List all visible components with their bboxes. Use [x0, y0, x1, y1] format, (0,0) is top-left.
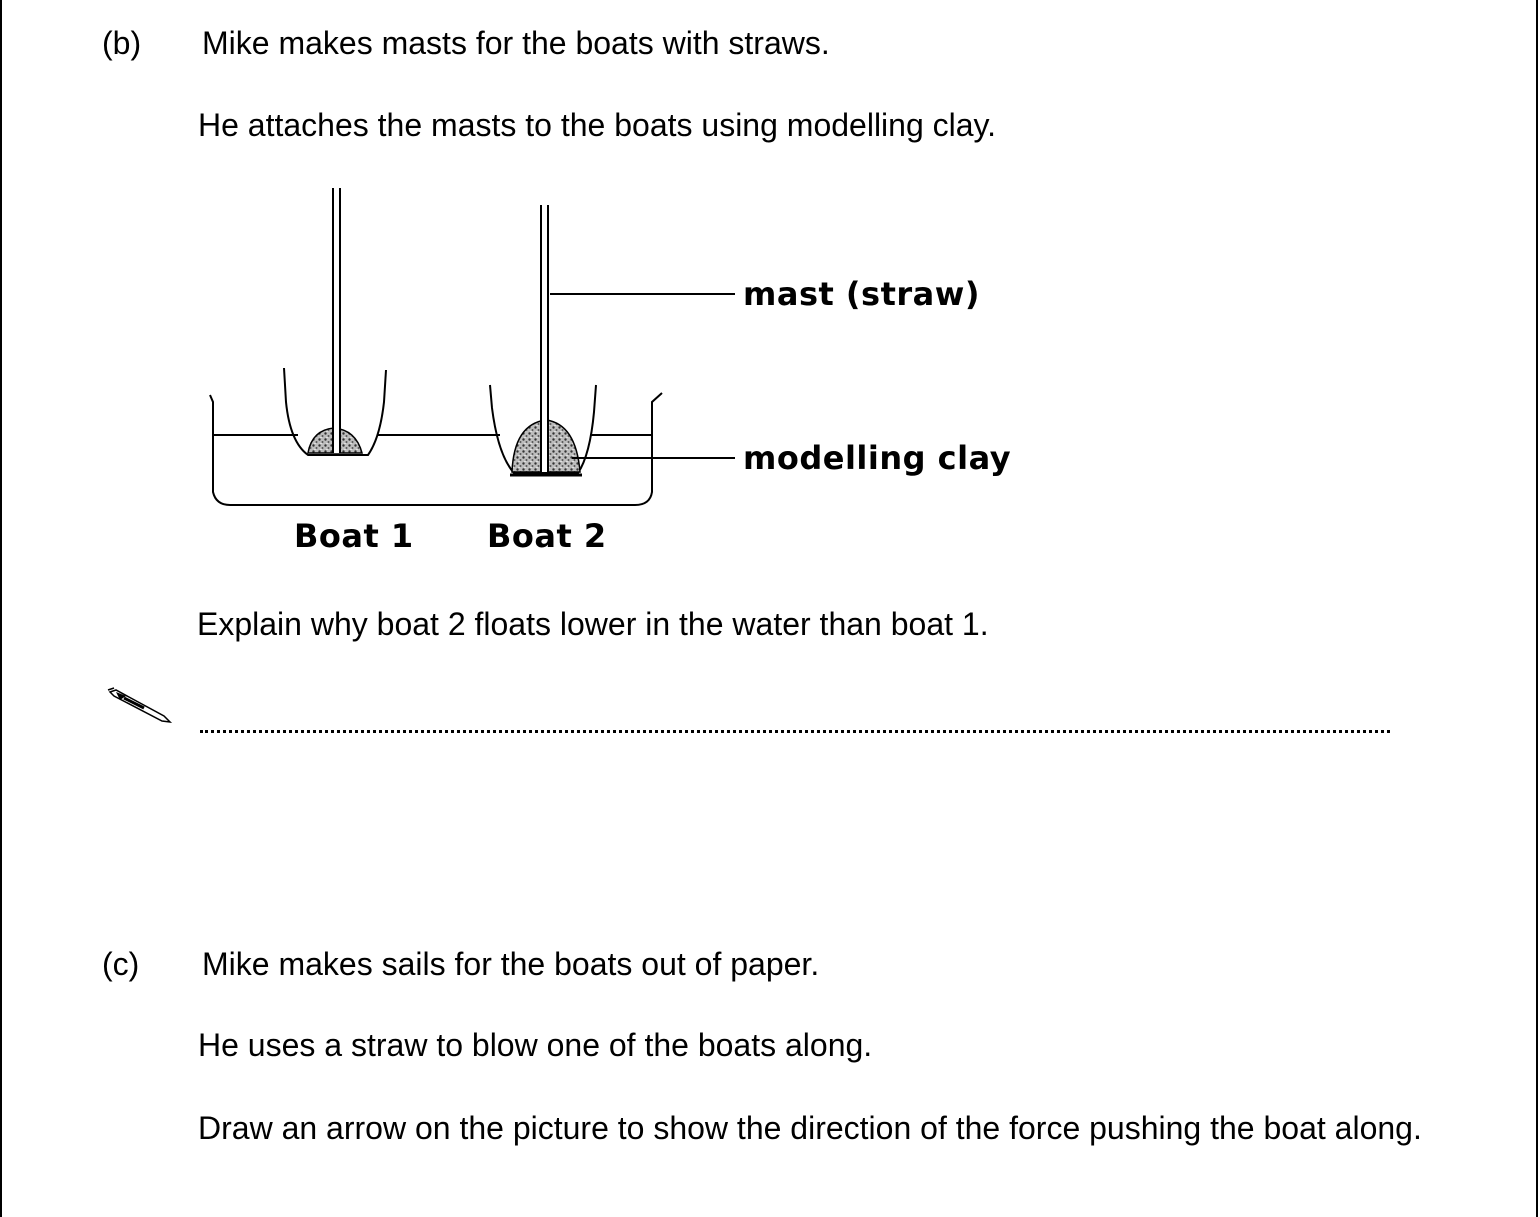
part-c-line1: Mike makes sails for the boats out of pa…	[202, 946, 820, 982]
part-b-line2: He attaches the masts to the boats using…	[198, 107, 997, 143]
part-c-letter: (c)	[102, 946, 140, 982]
boat-2-hull	[489, 384, 597, 474]
boats-diagram-svg	[209, 188, 735, 506]
answer-line[interactable]	[200, 730, 1390, 733]
label-boat-2: Boat 2	[487, 517, 607, 555]
boat-1-hull	[283, 367, 387, 456]
boats-diagram: mast (straw) modelling clay Boat 1 Boat …	[180, 180, 1020, 565]
part-c-line3: Draw an arrow on the picture to show the…	[198, 1110, 1422, 1146]
water-tank	[209, 392, 663, 506]
page-edge-left	[0, 0, 2, 1217]
label-boat-1: Boat 1	[294, 517, 414, 555]
part-b-line1: Mike makes masts for the boats with stra…	[202, 25, 830, 61]
label-mast: mast (straw)	[743, 275, 980, 313]
label-clay: modelling clay	[743, 439, 1012, 477]
part-c-line2: He uses a straw to blow one of the boats…	[198, 1027, 873, 1063]
page-edge-right	[1536, 0, 1538, 1217]
pencil-icon	[104, 686, 174, 731]
part-b-letter: (b)	[102, 25, 142, 61]
part-b-question: Explain why boat 2 floats lower in the w…	[197, 606, 989, 642]
